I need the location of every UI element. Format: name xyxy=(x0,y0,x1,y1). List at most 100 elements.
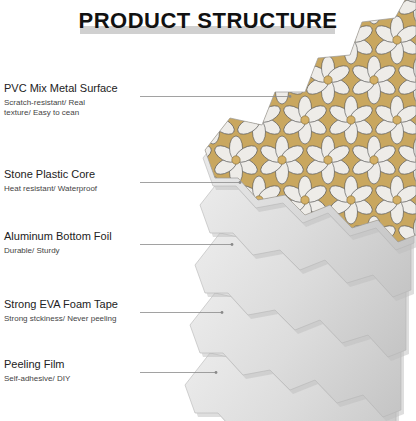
flower xyxy=(281,256,329,304)
petal xyxy=(207,40,220,64)
petal xyxy=(189,182,216,205)
petal xyxy=(189,34,216,57)
gold-dot xyxy=(140,76,148,84)
flower xyxy=(143,176,191,224)
petal xyxy=(276,240,289,264)
petal xyxy=(212,62,239,85)
petal xyxy=(391,280,404,304)
gold-dot xyxy=(347,276,355,284)
layer-name: Strong EVA Foam Tape xyxy=(4,298,139,311)
layer-stack xyxy=(185,8,416,421)
petal xyxy=(256,262,283,285)
petal xyxy=(279,0,306,6)
petal xyxy=(187,154,214,177)
leader-lines xyxy=(140,95,291,374)
leader-line xyxy=(140,312,222,313)
leader-line xyxy=(140,96,290,97)
gold-dot xyxy=(301,196,309,204)
petal xyxy=(348,182,375,205)
gold-dot xyxy=(163,116,171,124)
layer-name: Aluminum Bottom Foil xyxy=(4,230,139,243)
petal xyxy=(230,80,243,104)
petal xyxy=(322,240,335,264)
gold-ground xyxy=(190,0,416,250)
petal xyxy=(230,216,243,240)
petal xyxy=(184,136,197,160)
petal xyxy=(396,62,416,85)
petal xyxy=(161,96,174,120)
petal xyxy=(371,0,398,6)
petal xyxy=(120,62,147,85)
petal xyxy=(325,222,352,245)
petal xyxy=(210,262,237,285)
petal xyxy=(258,234,285,257)
petal xyxy=(396,0,416,6)
petal xyxy=(166,0,193,6)
petal xyxy=(414,240,416,264)
petal xyxy=(184,240,197,264)
petal xyxy=(187,62,214,85)
tile-edge xyxy=(205,0,416,242)
petal xyxy=(394,102,416,125)
petal xyxy=(143,274,170,297)
tile-surface xyxy=(120,0,416,304)
petal xyxy=(325,62,352,85)
petal xyxy=(302,102,329,125)
petal xyxy=(143,114,170,137)
petal xyxy=(233,222,260,245)
gold-dot xyxy=(209,36,217,44)
petal xyxy=(348,274,375,297)
petal xyxy=(281,274,308,297)
flower xyxy=(120,136,168,184)
layer-feature: Self-adhesive/ DIY xyxy=(4,374,139,384)
petal xyxy=(279,234,306,257)
petal xyxy=(189,102,216,125)
gold-dot xyxy=(209,196,217,204)
leader-dot xyxy=(231,243,234,246)
gold-dot xyxy=(301,36,309,44)
petal xyxy=(161,280,174,304)
gold-dot xyxy=(186,0,194,4)
petal xyxy=(187,142,214,165)
flower xyxy=(166,136,214,184)
petal xyxy=(371,222,398,245)
gold-dot xyxy=(324,0,332,4)
petal xyxy=(276,56,289,80)
flower xyxy=(258,216,306,264)
petal xyxy=(325,142,352,165)
gold-dot xyxy=(278,156,286,164)
gold-dot xyxy=(140,236,148,244)
petal xyxy=(164,262,191,285)
layer-feature: Durable/ Sturdy xyxy=(4,246,139,256)
petal xyxy=(141,234,168,257)
petal xyxy=(394,182,416,205)
layer-feature: Strong stckiness/ Never peeling xyxy=(4,314,139,324)
petal xyxy=(279,62,306,85)
petal xyxy=(138,160,151,184)
petal xyxy=(348,102,375,125)
petal xyxy=(299,40,312,64)
flower xyxy=(373,256,416,304)
petal xyxy=(345,280,358,304)
gold-dot xyxy=(232,76,240,84)
petal xyxy=(299,256,312,280)
petal xyxy=(350,0,377,18)
petal xyxy=(368,216,381,240)
petal xyxy=(141,62,168,85)
gold-dot xyxy=(278,76,286,84)
flower xyxy=(327,256,375,304)
gold-dot xyxy=(347,196,355,204)
petal xyxy=(120,234,147,257)
petal xyxy=(212,234,239,257)
gold-dot xyxy=(186,236,194,244)
petal xyxy=(394,22,416,45)
gold-dot xyxy=(324,76,332,84)
flower xyxy=(120,216,168,264)
petal xyxy=(350,0,377,6)
gold-dot xyxy=(278,236,286,244)
petal xyxy=(187,0,214,6)
petal xyxy=(166,142,193,165)
flower xyxy=(235,96,283,144)
gold-dot xyxy=(301,276,309,284)
flower xyxy=(258,136,306,184)
